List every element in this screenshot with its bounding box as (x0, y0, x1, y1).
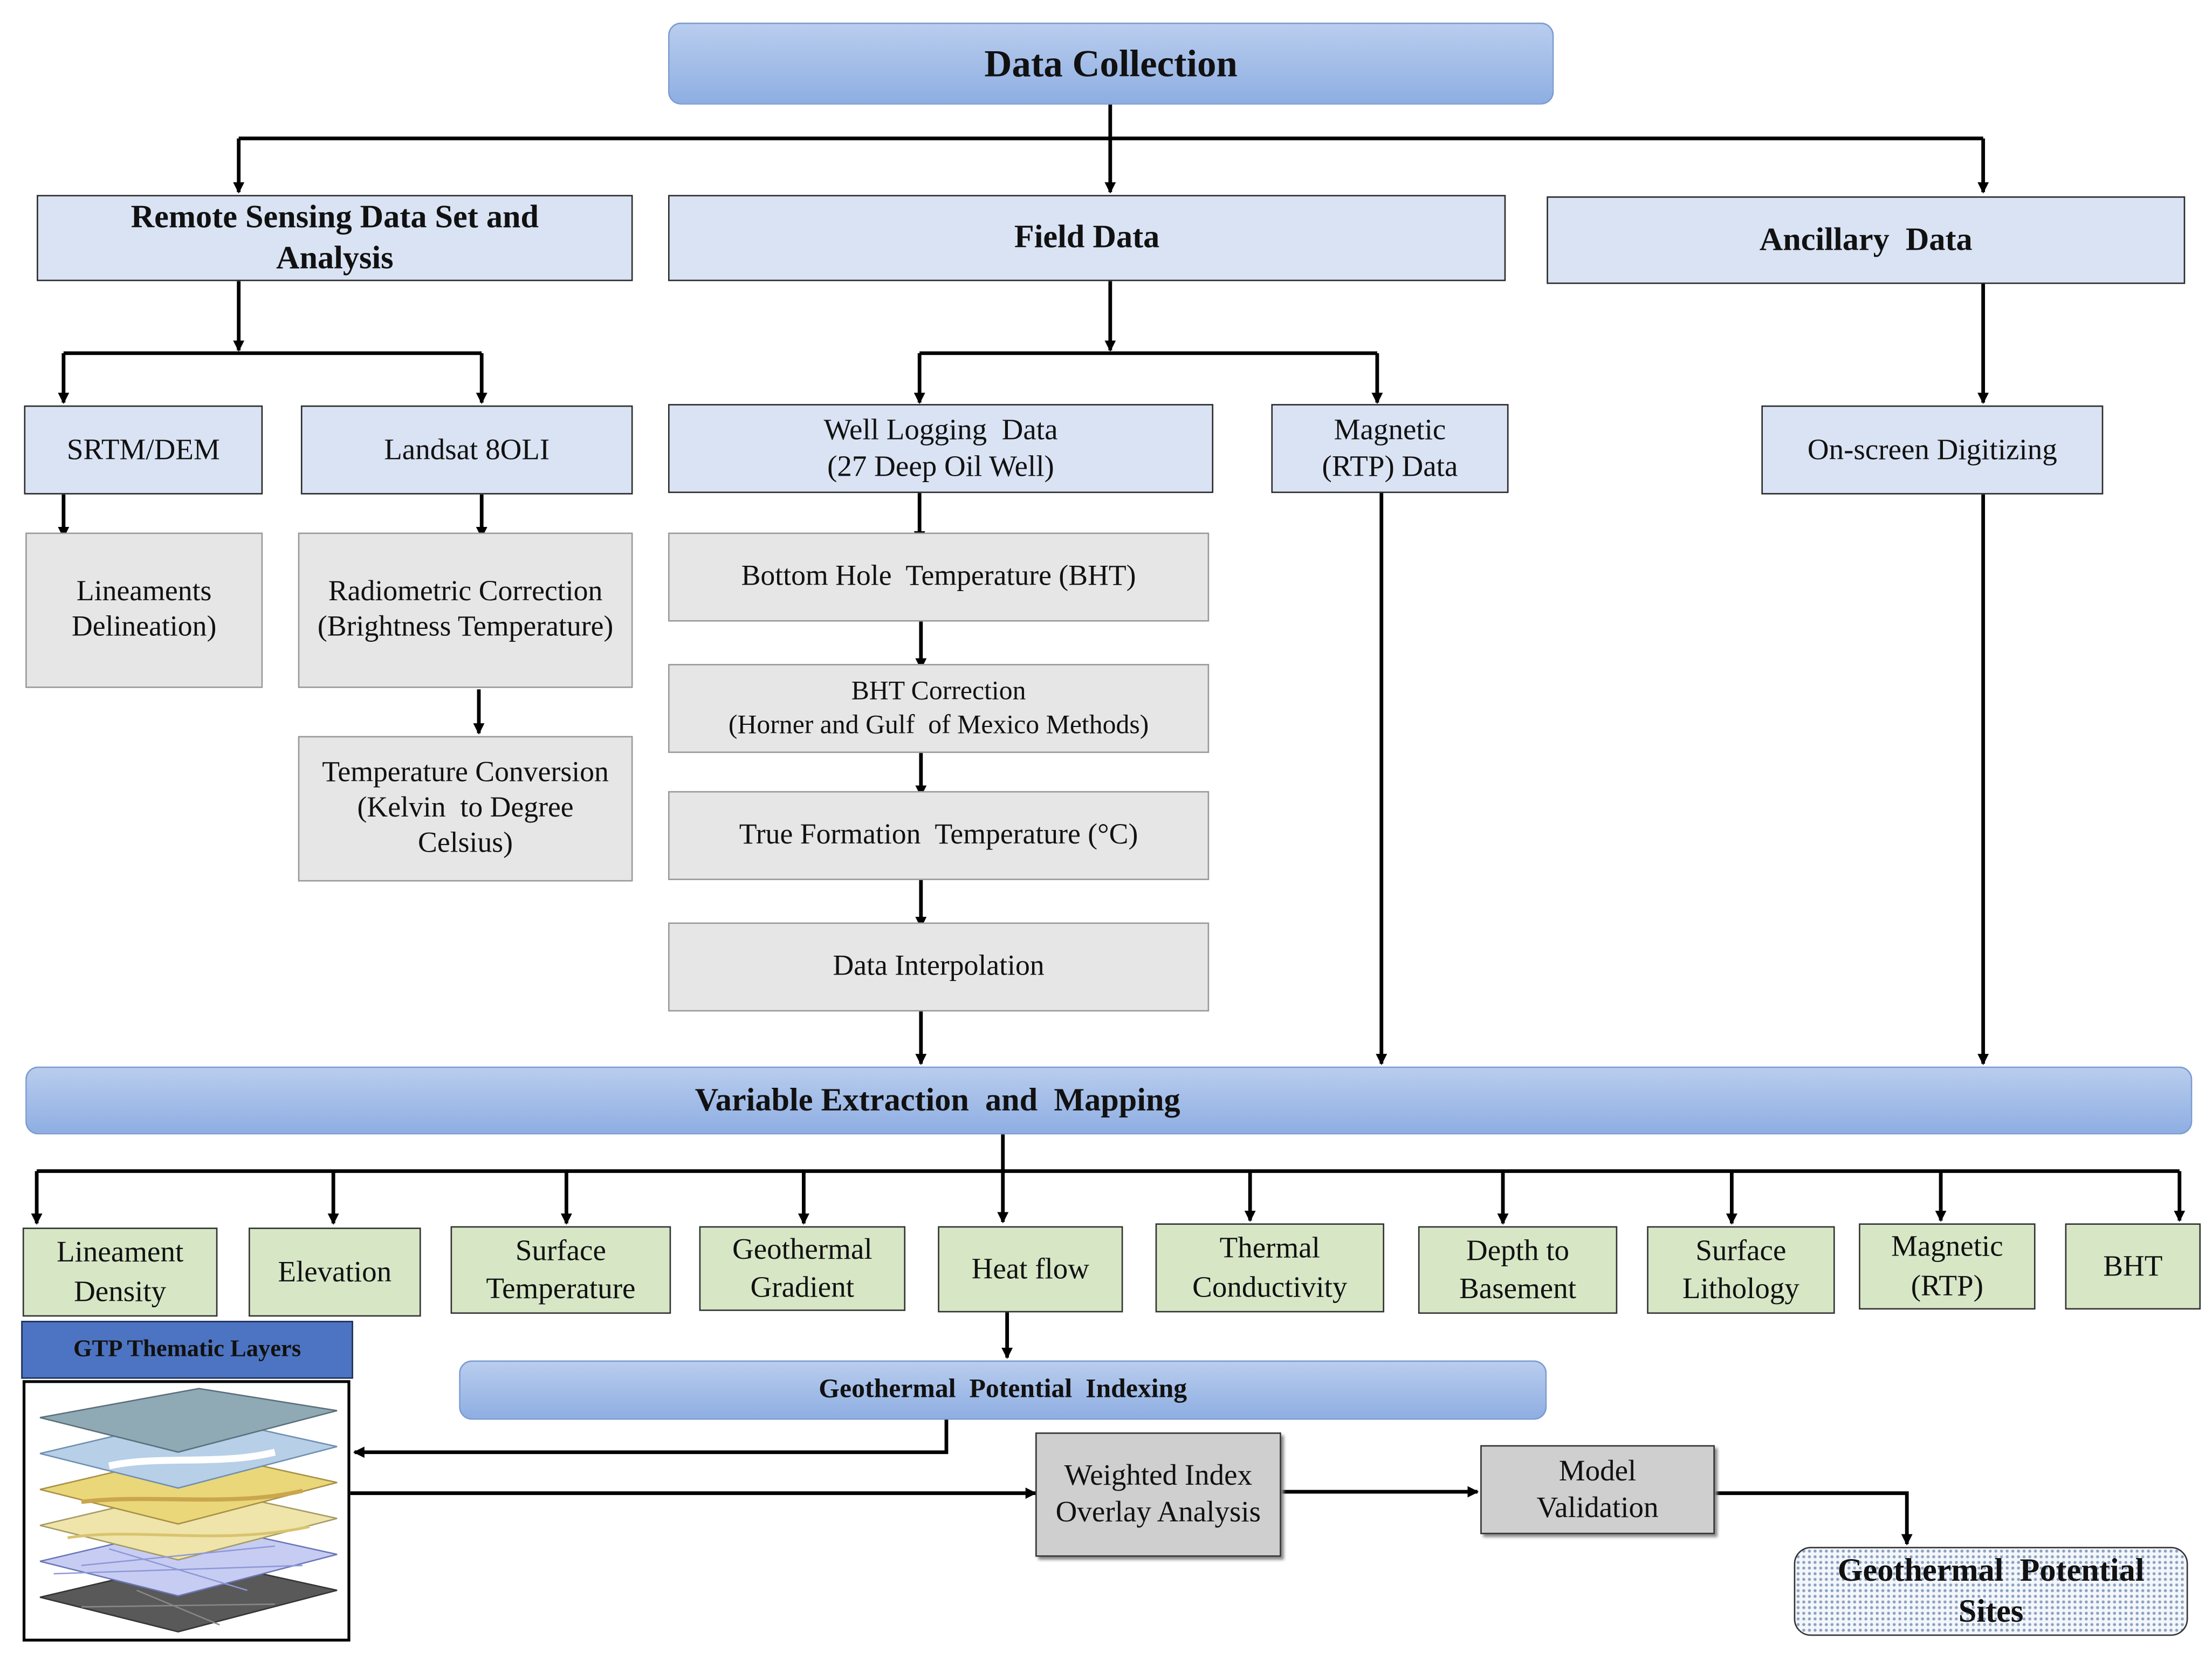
magnetic-data-box: Magnetic (RTP) Data (1271, 404, 1509, 493)
ancillary-data-box: Ancillary Data (1547, 196, 2186, 284)
geothermal-potential-indexing-bar: Geothermal Potential Indexing (459, 1360, 1547, 1420)
geothermal-potential-indexing-label: Geothermal Potential Indexing (819, 1375, 1187, 1405)
variable-label: Depth to Basement (1459, 1232, 1577, 1306)
variable-geothermal-gradient: Geothermal Gradient (699, 1226, 906, 1311)
on-screen-digitizing-box: On-screen Digitizing (1761, 405, 2104, 495)
bht-box: Bottom Hole Temperature (BHT) (668, 532, 1210, 622)
variable-label: Elevation (278, 1254, 392, 1288)
variable-surface-temperature: Surface Temperature (450, 1226, 671, 1314)
variable-lineament-density: Lineament Density (22, 1227, 218, 1317)
layer-stack-graphic (39, 1388, 338, 1633)
bht-correction-label: BHT Correction (851, 677, 1026, 707)
model-validation-label: Model Validation (1536, 1453, 1659, 1524)
temperature-conversion-box: Temperature Conversion (Kelvin to Degree… (298, 736, 633, 882)
temperature-conversion-label: Temperature Conversion (Kelvin to Degree… (322, 757, 616, 859)
gtp-thematic-layers-label: GTP Thematic Layers (21, 1321, 353, 1379)
well-logging-label: Well Logging Data (823, 412, 1058, 447)
variable-label: Magnetic (RTP) (1891, 1229, 2003, 1302)
landsat-box: Landsat 8OLI (300, 405, 633, 495)
variable-label: Heat flow (971, 1251, 1090, 1286)
variable-bht: BHT (2065, 1223, 2201, 1310)
variable-extraction-bar: Variable Extraction and Mapping (25, 1066, 2193, 1135)
well-logging-sublabel: (27 Deep Oil Well) (827, 448, 1054, 483)
variable-thermal-conductivity: Thermal Conductivity (1155, 1223, 1385, 1313)
srtm-dem-label: SRTM/DEM (66, 431, 220, 466)
true-formation-temperature-label: True Formation Temperature (°C) (739, 819, 1138, 850)
field-data-label: Field Data (1014, 219, 1160, 255)
bht-correction-sublabel: (Horner and Gulf of Mexico Methods) (728, 710, 1149, 740)
data-collection-label: Data Collection (984, 42, 1238, 84)
variable-label: Thermal Conductivity (1192, 1231, 1348, 1304)
weighted-index-overlay-box: Weighted Index Overlay Analysis (1035, 1432, 1281, 1557)
variable-elevation: Elevation (249, 1227, 421, 1317)
ancillary-data-label: Ancillary Data (1759, 222, 1973, 257)
remote-sensing-label: Remote Sensing Data Set and Analysis (130, 200, 539, 275)
well-logging-box: Well Logging Data (27 Deep Oil Well) (668, 404, 1214, 493)
true-formation-temperature-box: True Formation Temperature (°C) (668, 791, 1210, 880)
variable-depth-to-basement: Depth to Basement (1418, 1226, 1618, 1314)
variable-label: Surface Lithology (1682, 1232, 1799, 1306)
srtm-dem-box: SRTM/DEM (24, 405, 263, 495)
thematic-layers-stack-image (22, 1380, 351, 1642)
magnetic-data-sublabel: (RTP) Data (1322, 448, 1458, 483)
bht-correction-box: BHT Correction (Horner and Gulf of Mexic… (668, 664, 1210, 753)
data-collection-box: Data Collection (668, 22, 1554, 105)
model-validation-box: Model Validation (1480, 1445, 1715, 1534)
variable-surface-lithology: Surface Lithology (1647, 1226, 1835, 1314)
variable-heat-flow: Heat flow (938, 1226, 1123, 1313)
radiometric-correction-box: Radiometric Correction (Brightness Tempe… (298, 532, 633, 688)
landsat-label: Landsat 8OLI (384, 431, 550, 466)
data-interpolation-box: Data Interpolation (668, 922, 1210, 1012)
lineaments-delineation-box: Lineaments Delineation) (25, 532, 263, 688)
geothermal-potential-sites-label: Geothermal Potential Sites (1837, 1553, 2153, 1628)
variable-label: Surface Temperature (486, 1232, 636, 1306)
weighted-index-overlay-label: Weighted Index Overlay Analysis (1055, 1458, 1261, 1529)
remote-sensing-box: Remote Sensing Data Set and Analysis (37, 195, 633, 282)
variable-label: BHT (2103, 1249, 2163, 1283)
variable-magnetic-rtp: Magnetic (RTP) (1859, 1223, 2036, 1310)
data-interpolation-label: Data Interpolation (833, 950, 1045, 982)
radiometric-correction-label: Radiometric Correction (Brightness Tempe… (317, 576, 614, 643)
geothermal-potential-sites-box: Geothermal Potential Sites (1794, 1547, 2188, 1636)
lineaments-delineation-label: Lineaments Delineation) (71, 576, 217, 643)
variable-label: Lineament Density (57, 1234, 184, 1308)
on-screen-digitizing-label: On-screen Digitizing (1807, 431, 2057, 466)
gtp-thematic-layers-text: GTP Thematic Layers (73, 1335, 301, 1362)
bht-label: Bottom Hole Temperature (BHT) (741, 560, 1136, 592)
variable-extraction-label: Variable Extraction and Mapping (695, 1082, 1180, 1117)
magnetic-data-label: Magnetic (1334, 412, 1446, 447)
variable-label: Geothermal Gradient (732, 1231, 873, 1304)
field-data-box: Field Data (668, 195, 1506, 282)
